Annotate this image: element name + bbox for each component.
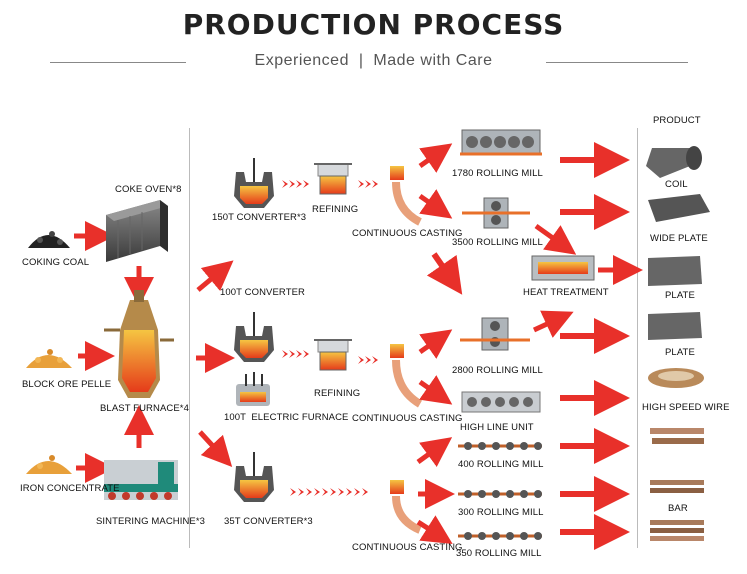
label-plate-2: PLATE — [665, 347, 695, 358]
chevrons-refining2-to-casting — [358, 356, 378, 364]
divider-left — [189, 128, 190, 548]
label-continuous-casting-3: CONTINUOUS CASTING — [352, 542, 463, 553]
continuous-casting-1-icon — [390, 166, 422, 226]
converter-100t-icon — [234, 312, 274, 362]
continuous-casting-3-icon — [390, 480, 422, 534]
sintering-machine-icon — [104, 460, 178, 500]
label-plate-1: PLATE — [665, 290, 695, 301]
high-speed-wire-icon — [648, 368, 704, 388]
label-150t-converter: 150T CONVERTER*3 — [212, 212, 307, 223]
label-continuous-casting-1: CONTINUOUS CASTING — [352, 228, 463, 239]
arrow-cc3-to-350 — [416, 515, 453, 545]
divider-right — [637, 128, 638, 548]
rolling-mill-300-icon — [458, 490, 542, 498]
label-300-mill: 300 ROLLING MILL — [458, 507, 544, 518]
block-ore-pile-icon — [26, 349, 72, 368]
rolling-mill-1780-icon — [460, 129, 542, 156]
arrow-cc2-to-highline — [418, 375, 453, 405]
arrow-3500-to-heat — [534, 223, 577, 255]
rolling-mill-3500-icon — [462, 197, 530, 229]
arrow-2800-up — [532, 310, 574, 338]
label-2800-mill: 2800 ROLLING MILL — [452, 365, 543, 376]
rolling-mill-400-icon — [458, 442, 542, 450]
subtitle: Experienced | Made with Care — [254, 52, 493, 69]
label-35t-converter: 35T CONVERTER*3 — [224, 516, 313, 527]
label-coking-coal: COKING COAL — [22, 257, 90, 268]
electric-furnace-icon — [236, 372, 270, 406]
converter-35t-icon — [234, 452, 274, 502]
heat-treatment-icon — [531, 255, 595, 281]
high-line-unit-icon — [461, 391, 541, 413]
label-100t-electric-furnace: 100T ELECTRIC FURNACE — [224, 412, 349, 423]
label-continuous-casting-2: CONTINUOUS CASTING — [352, 413, 463, 424]
arrow-to-35t — [198, 430, 233, 468]
iron-concentrate-pile-icon — [26, 455, 72, 474]
label-wide-plate: WIDE PLATE — [650, 233, 708, 244]
wide-plate-icon — [648, 194, 710, 222]
chevrons-100t-to-refining — [282, 350, 309, 358]
rolling-mill-2800-icon — [460, 317, 530, 351]
chevrons-35t-to-casting — [290, 488, 368, 496]
label-bar: BAR — [668, 503, 688, 514]
label-blast-furnace: BLAST FURNACE*4 — [100, 403, 189, 414]
continuous-casting-2-icon — [390, 344, 423, 408]
label-400-mill: 400 ROLLING MILL — [458, 459, 544, 470]
arrow-cc3-to-400 — [416, 437, 453, 467]
bar-icons — [650, 428, 704, 541]
label-iron-concentrate: IRON CONCENTRATE — [20, 483, 120, 494]
label-high-speed-wire: HIGH SPEED WIRE — [642, 402, 730, 413]
label-product: PRODUCT — [653, 115, 701, 126]
arrow-cc1-down — [426, 252, 463, 295]
subtitle-rule-left — [50, 62, 186, 63]
label-3500-mill: 3500 ROLLING MILL — [452, 237, 543, 248]
converter-150t-icon — [234, 158, 274, 208]
label-sintering: SINTERING MACHINE*3 — [96, 516, 206, 527]
label-350-mill: 350 ROLLING MILL — [456, 548, 542, 559]
label-coil: COIL — [665, 179, 688, 190]
arrow-to-150t — [196, 260, 234, 292]
coke-oven-icon — [106, 200, 168, 262]
refining-unit-2-icon — [314, 339, 352, 371]
label-1780-mill: 1780 ROLLING MILL — [452, 168, 543, 179]
plate-2-icon — [648, 312, 702, 340]
label-100t-converter: 100T CONVERTER — [220, 287, 305, 298]
rolling-mill-350-icon — [458, 532, 542, 540]
label-block-ore: BLOCK ORE PELLE — [22, 379, 112, 390]
label-heat-treatment: HEAT TREATMENT — [523, 287, 609, 298]
coking-coal-pile-icon — [28, 231, 70, 248]
chevrons-150t-to-refining — [282, 180, 309, 188]
label-refining-2: REFINING — [314, 388, 361, 399]
subtitle-rule-right — [546, 62, 688, 63]
plate-1-icon — [648, 256, 702, 286]
arrow-cc2-to-2800 — [418, 329, 453, 359]
coil-icon — [646, 146, 702, 178]
label-refining-1: REFINING — [312, 204, 359, 215]
chevrons-refining1-to-casting — [358, 180, 378, 188]
arrow-cc1-to-3500 — [418, 189, 453, 219]
arrow-cc1-to-1780 — [418, 143, 453, 173]
blast-furnace-icon — [104, 290, 174, 398]
label-high-line-unit: HIGH LINE UNIT — [460, 422, 534, 433]
label-coke-oven: COKE OVEN*8 — [115, 184, 182, 195]
refining-unit-1-icon — [314, 163, 352, 195]
page-title: PRODUCTION PROCESS — [182, 8, 565, 41]
